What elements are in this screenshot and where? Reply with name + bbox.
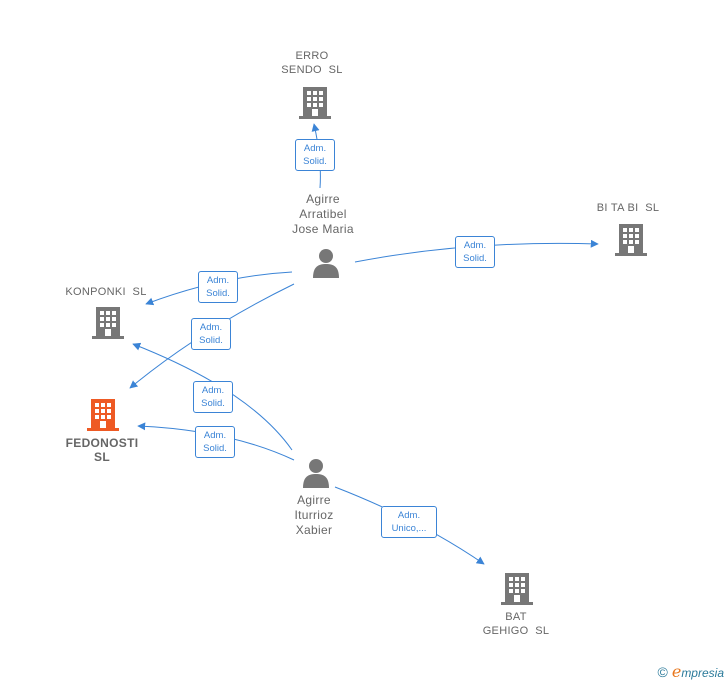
edge-label-line: Solid. — [203, 443, 227, 454]
edge-label-line: Solid. — [201, 398, 225, 409]
edge-label-line: Solid. — [303, 156, 327, 167]
label-line: Agirre — [306, 192, 340, 206]
node-erro-label[interactable]: ERRO SENDO SL — [272, 49, 352, 77]
label-line: ERRO — [295, 50, 329, 62]
edge-label-xabier-konponki[interactable]: Adm. Solid. — [193, 381, 233, 413]
node-fedonosti-label[interactable]: FEDONOSTI SL — [58, 436, 146, 464]
label-line: GEHIGO SL — [482, 625, 550, 637]
edge-label-jose-konponki[interactable]: Adm. Solid. — [198, 271, 238, 303]
label-line: Arratibel — [299, 207, 347, 221]
node-xabier-label[interactable]: Agirre Iturrioz Xabier — [274, 493, 354, 538]
footer-brand[interactable]: ©empresia — [658, 662, 724, 681]
building-icon[interactable] — [615, 224, 647, 256]
edge-label-line: Solid. — [199, 335, 223, 346]
edge-label-line: Adm. — [397, 510, 421, 521]
edge-label-jose-fedonosti[interactable]: Adm. Solid. — [191, 318, 231, 350]
brand-name: mpresia — [681, 666, 724, 680]
edge-label-line: Adm. — [201, 385, 225, 396]
label-line: BI TA BI SL — [596, 202, 660, 214]
node-jose-label[interactable]: Agirre Arratibel Jose Maria — [278, 192, 368, 237]
edge-label-line: Solid. — [463, 253, 487, 264]
edge-label-line: Adm. — [199, 322, 223, 333]
label-line: SENDO SL — [281, 64, 343, 76]
label-line: SL — [94, 450, 110, 464]
label-line: FEDONOSTI — [65, 436, 139, 450]
edge-label-jose-erro[interactable]: Adm. Solid. — [295, 139, 335, 171]
label-line: KONPONKI SL — [65, 286, 147, 298]
label-line: Jose Maria — [292, 222, 354, 236]
edge-label-xabier-bat[interactable]: Adm. Unico,... — [381, 506, 437, 538]
label-line: Agirre — [297, 493, 331, 507]
building-icon[interactable] — [87, 399, 119, 431]
label-line: Xabier — [295, 523, 333, 537]
edge-label-line: Adm. — [206, 275, 230, 286]
copyright-icon: © — [657, 664, 668, 680]
brand-initial: e — [671, 662, 682, 681]
person-icon[interactable] — [303, 459, 329, 488]
label-line: Iturrioz — [294, 508, 334, 522]
node-icons — [87, 87, 647, 605]
node-bat-label[interactable]: BAT GEHIGO SL — [472, 610, 560, 638]
building-icon[interactable] — [299, 87, 331, 119]
building-icon[interactable] — [501, 573, 533, 605]
node-konponki-label[interactable]: KONPONKI SL — [60, 285, 152, 299]
node-bitabi-label[interactable]: BI TA BI SL — [588, 201, 668, 215]
person-icon[interactable] — [313, 249, 339, 278]
edge-label-line: Adm. — [303, 143, 327, 154]
edge-label-line: Adm. — [203, 430, 227, 441]
label-line: BAT — [505, 611, 527, 623]
edge-label-line: Unico,... — [391, 523, 427, 534]
edge-label-jose-bitabi[interactable]: Adm. Solid. — [455, 236, 495, 268]
edge-label-xabier-fedonosti[interactable]: Adm. Solid. — [195, 426, 235, 458]
edge-label-line: Adm. — [463, 240, 487, 251]
building-icon[interactable] — [92, 307, 124, 339]
edge-label-line: Solid. — [206, 288, 230, 299]
